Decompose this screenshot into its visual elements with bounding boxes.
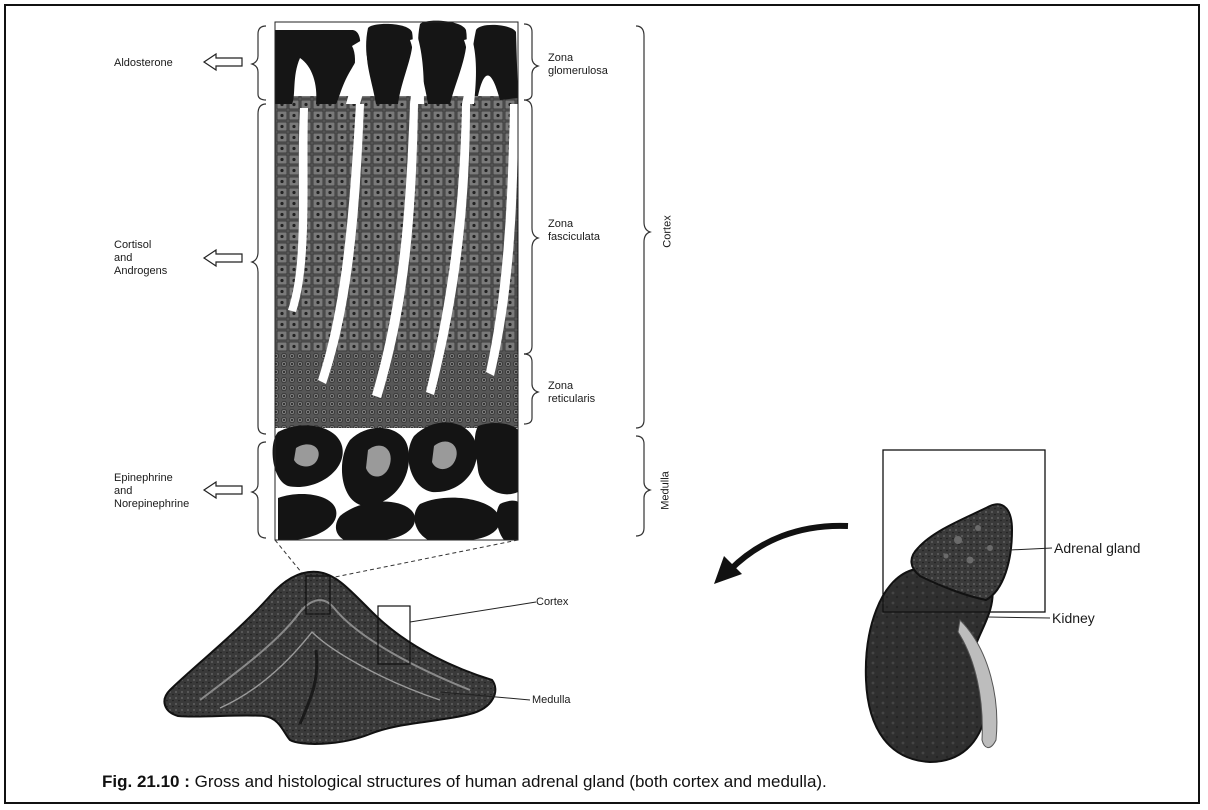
label-cortisol-androgens: Cortisol and Androgens [114,239,204,278]
region-braces [636,26,650,536]
histology-section [273,21,518,540]
figure-caption: Fig. 21.10 : Gross and histological stru… [102,772,1162,792]
label-cortex-region: Cortex [662,202,675,262]
adrenal-cross-section [164,572,536,744]
left-braces [252,26,266,538]
label-zona-glomerulosa: Zona glomerulosa [548,52,638,78]
aldosterone-arrow [204,54,242,70]
label-epinephrine-norepinephrine: Epinephrine and Norepinephrine [114,472,206,511]
kidney-illustration [866,450,1052,762]
curved-arrow [714,526,848,584]
epinephrine-arrow [204,482,242,498]
label-aldosterone: Aldosterone [114,57,204,70]
cortisol-arrow [204,250,242,266]
label-zona-reticularis: Zona reticularis [548,380,638,406]
label-zona-fasciculata: Zona fasciculata [548,218,638,244]
zone-braces [524,24,538,424]
caption-text: Gross and histological structures of hum… [190,772,827,791]
hormone-arrows [204,54,242,498]
label-gross-medulla: Medulla [532,694,571,707]
label-adrenal-gland: Adrenal gland [1054,540,1140,556]
label-gross-cortex: Cortex [536,596,568,609]
label-kidney: Kidney [1052,610,1095,626]
label-medulla-region: Medulla [660,461,673,521]
figure-number: Fig. 21.10 : [102,772,190,791]
